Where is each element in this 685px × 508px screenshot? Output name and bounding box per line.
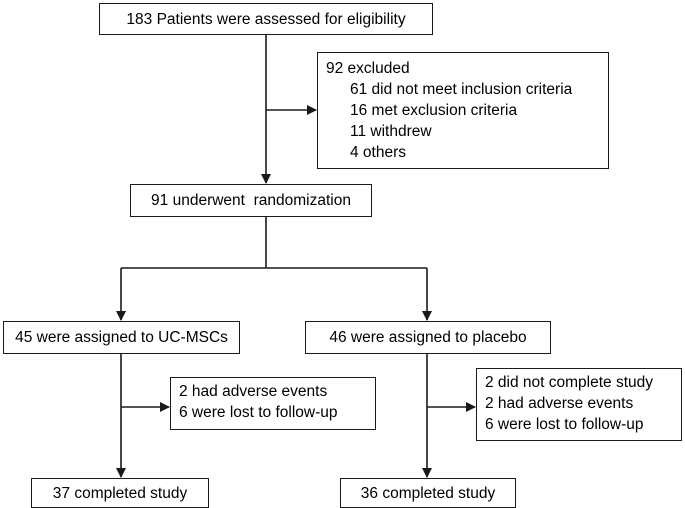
placebo-completed-box: 36 completed study <box>340 478 516 508</box>
eligibility-box: 183 Patients were assessed for eligibili… <box>99 3 433 35</box>
randomization-text: 91 underwent randomization <box>151 192 351 209</box>
excluded-reason: 61 did not meet inclusion criteria <box>350 81 573 98</box>
ucmsc-dropout-item: 6 were lost to follow-up <box>179 404 338 421</box>
ucmsc-dropout-item: 2 had adverse events <box>179 383 328 400</box>
ucmsc-completed-box: 37 completed study <box>31 478 209 508</box>
ucmsc-assigned-text: 45 were assigned to UC-MSCs <box>15 329 228 346</box>
placebo-assigned-text: 46 were assigned to placebo <box>329 329 527 346</box>
excluded-reason: 11 withdrew <box>350 123 432 140</box>
excluded-title: 92 excluded <box>326 60 410 77</box>
ucmsc-assigned-box: 45 were assigned to UC-MSCs <box>3 321 240 354</box>
placebo-assigned-box: 46 were assigned to placebo <box>305 321 551 354</box>
excluded-box: 92 excluded 61 did not meet inclusion cr… <box>317 52 609 169</box>
placebo-dropouts-box: 2 did not complete study 2 had adverse e… <box>476 368 682 441</box>
placebo-completed-text: 36 completed study <box>360 484 496 502</box>
ucmsc-dropouts-box: 2 had adverse events 6 were lost to foll… <box>170 377 376 430</box>
placebo-dropout-item: 2 did not complete study <box>485 374 654 391</box>
excluded-reason: 16 met exclusion criteria <box>350 102 518 119</box>
ucmsc-completed-text: 37 completed study <box>52 484 188 502</box>
excluded-reason: 4 others <box>350 144 407 161</box>
randomization-box: 91 underwent randomization <box>130 184 372 217</box>
eligibility-text: 183 Patients were assessed for eligibili… <box>126 10 406 28</box>
placebo-dropout-item: 6 were lost to follow-up <box>485 416 644 433</box>
placebo-dropout-item: 2 had adverse events <box>485 395 634 412</box>
